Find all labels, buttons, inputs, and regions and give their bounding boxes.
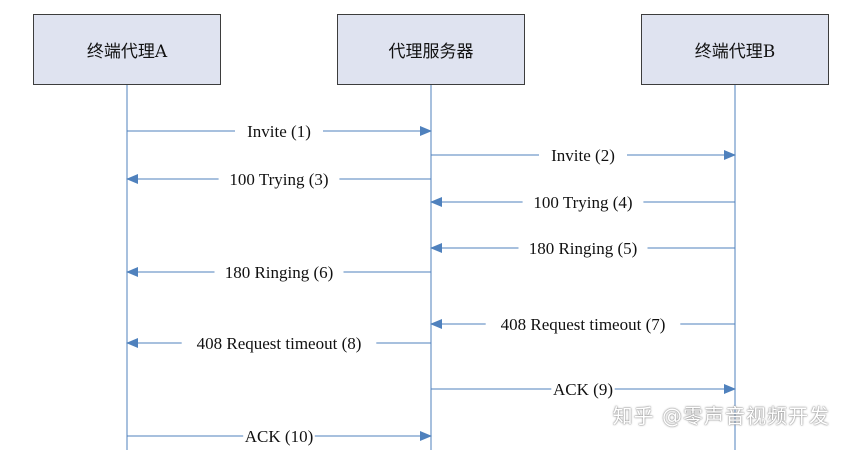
message-3: 100 Trying (3) [126, 168, 431, 189]
participant-box-terminal-a: 终端代理A [33, 14, 221, 85]
message-label-background [235, 120, 323, 140]
message-label: ACK (10) [245, 427, 313, 446]
message-label-background [551, 378, 615, 398]
message-label-background [485, 313, 681, 333]
message-label: 100 Trying (3) [229, 170, 328, 189]
message-6: 180 Ringing (6) [126, 261, 431, 282]
participant-box-terminal-b: 终端代理B [641, 14, 829, 85]
message-label: 408 Request timeout (7) [501, 315, 666, 334]
participant-label: 终端代理A [86, 42, 168, 62]
message-label: Invite (2) [551, 146, 615, 165]
message-label-background [243, 425, 315, 445]
message-1: Invite (1) [127, 120, 432, 141]
message-label: 408 Request timeout (8) [197, 334, 362, 353]
message-label: ACK (9) [553, 380, 613, 399]
message-label: 180 Ringing (5) [529, 239, 638, 258]
message-7: 408 Request timeout (7) [430, 313, 735, 334]
message-2: Invite (2) [431, 144, 736, 165]
message-label-background [522, 191, 644, 211]
message-label-background [218, 168, 340, 188]
message-label: Invite (1) [247, 122, 311, 141]
message-label-background [181, 332, 377, 352]
message-label-background [539, 144, 627, 164]
participant-box-proxy-server: 代理服务器 [337, 14, 525, 85]
watermark: 知乎 @零声音视频开发 [612, 404, 830, 428]
participant-label: 终端代理B [694, 42, 776, 62]
participant-label: 代理服务器 [388, 42, 474, 62]
message-label: 100 Trying (4) [533, 193, 632, 212]
message-label: 180 Ringing (6) [225, 263, 334, 282]
message-10: ACK (10) [127, 425, 432, 446]
message-label-background [214, 261, 344, 281]
message-5: 180 Ringing (5) [430, 237, 735, 258]
message-4: 100 Trying (4) [430, 191, 735, 212]
message-8: 408 Request timeout (8) [126, 332, 431, 353]
message-label-background [518, 237, 648, 257]
message-9: ACK (9) [431, 378, 736, 399]
